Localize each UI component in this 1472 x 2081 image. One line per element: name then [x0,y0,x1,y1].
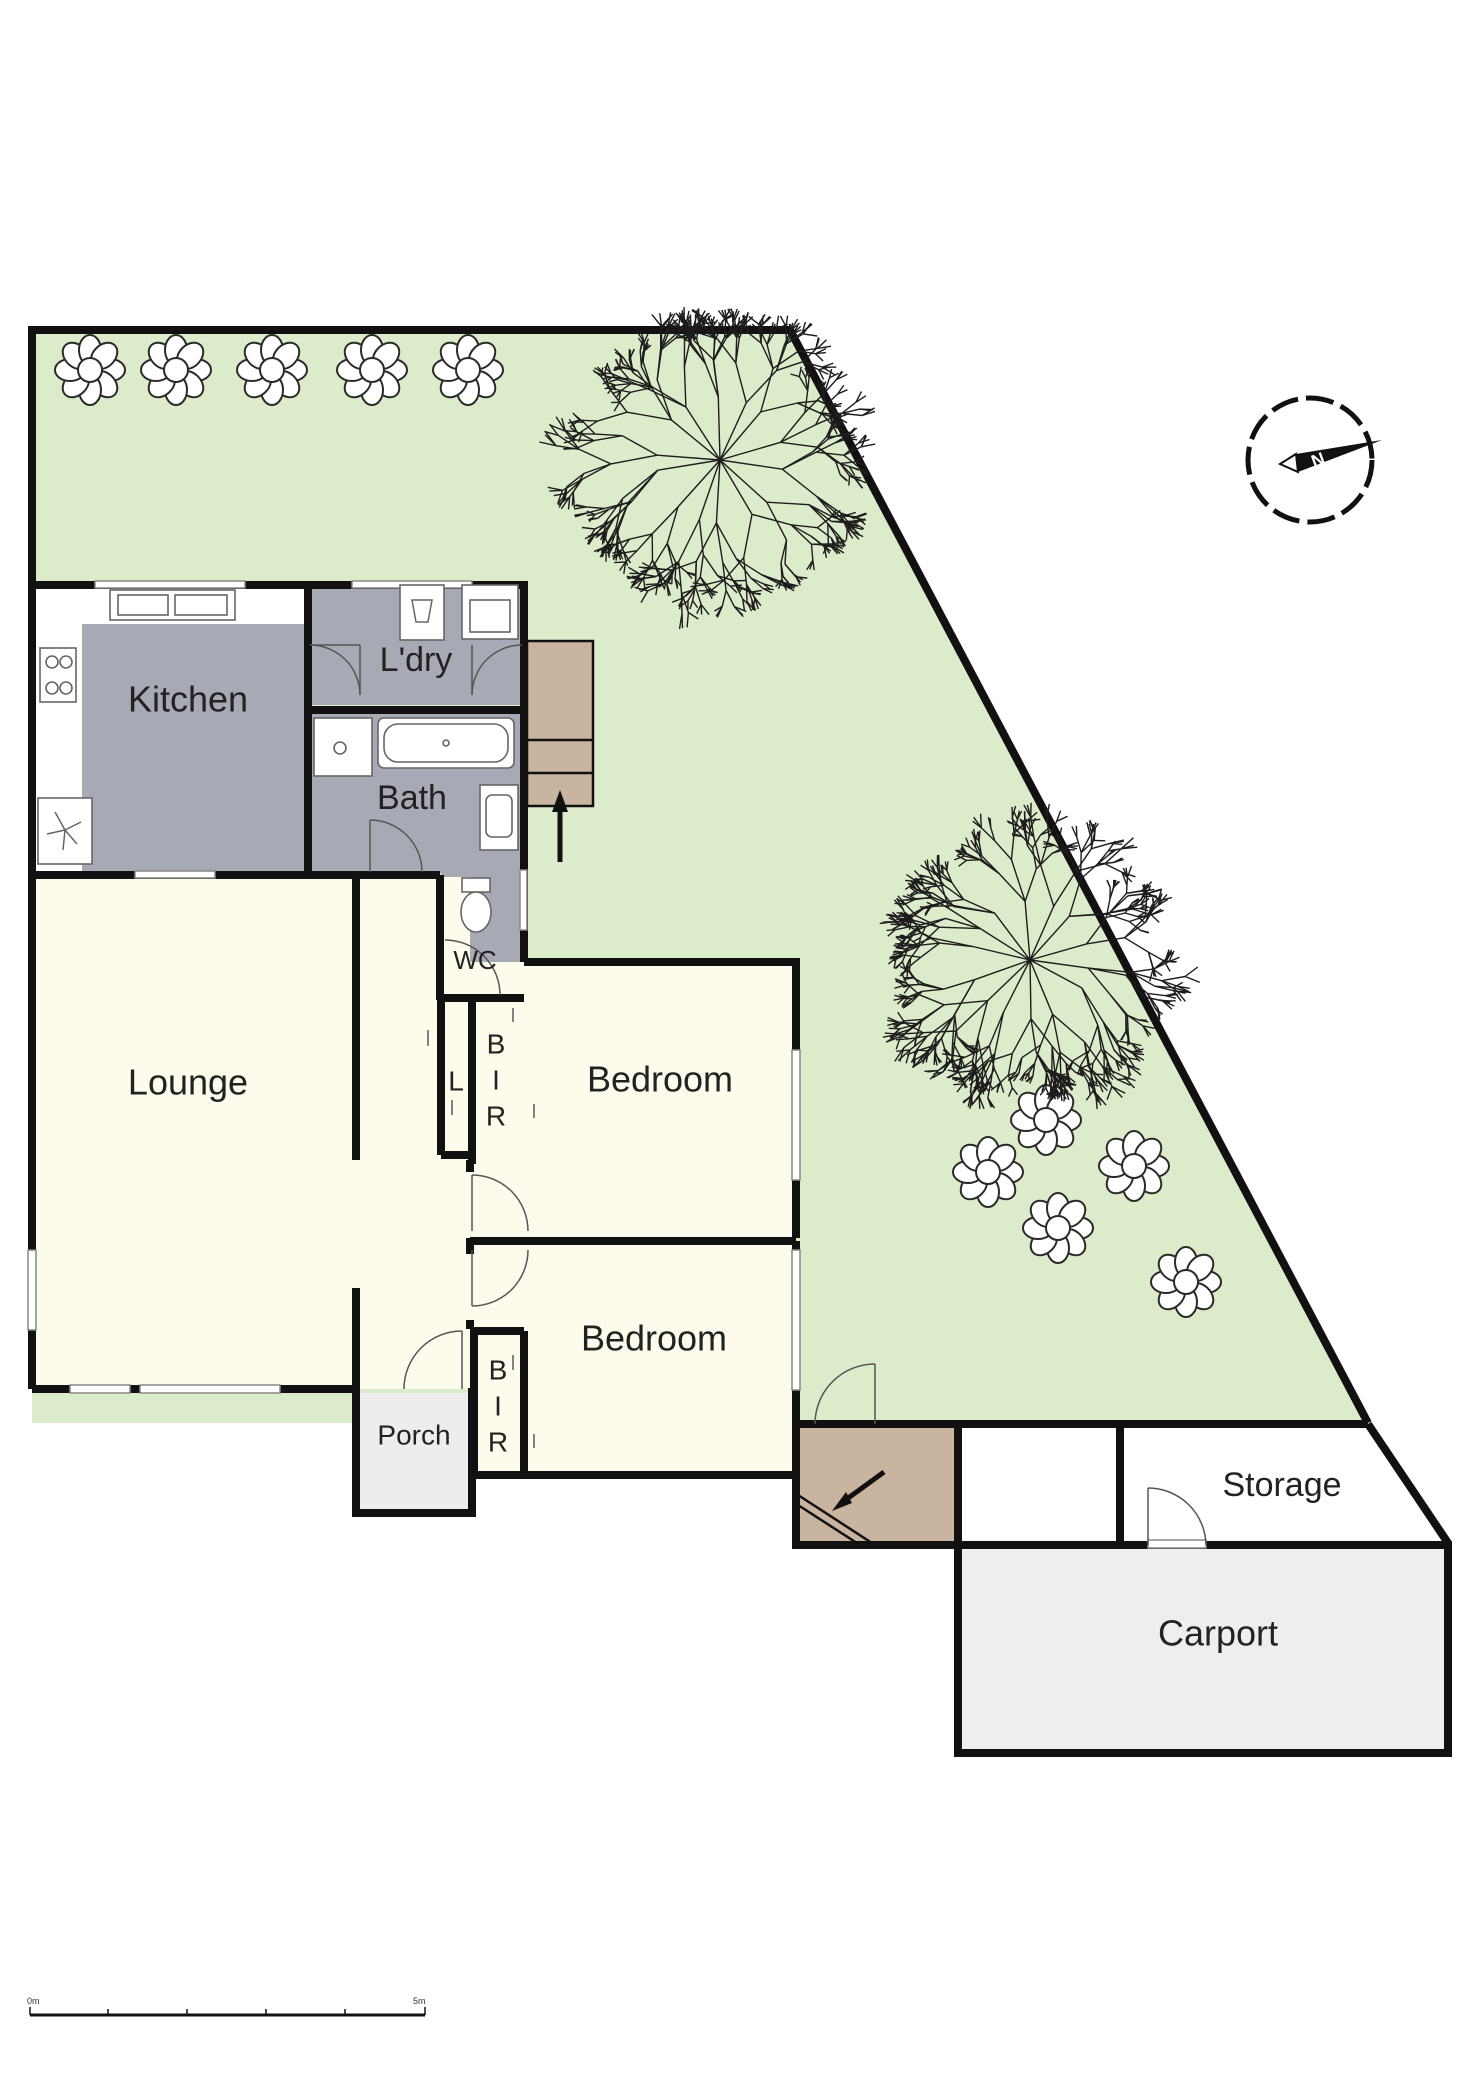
bir-2-label-b: B [489,1354,508,1385]
bir-1-label-b: B [487,1028,506,1059]
bedroom-1-floor [470,962,794,1239]
kitchen-label: Kitchen [128,679,248,720]
shrub-icon [236,334,308,406]
compass-north-letter: N [1308,448,1327,471]
side-deck-step [797,1493,876,1547]
porch-floor [358,1393,471,1511]
tree-icon [539,307,876,630]
lounge-west-window [27,1249,37,1331]
laundry-trough-icon [461,584,519,640]
wc-door [444,939,501,996]
storage-window [1147,1539,1207,1549]
wc-window [519,869,528,931]
shrub-icon [432,334,504,406]
bedroom-2-door [471,1249,529,1307]
shrubs [54,334,1222,1318]
side-deck-walls [792,1424,962,1549]
laundry-external-door [471,644,523,696]
porch-label: Porch [377,1419,450,1450]
bath-label: Bath [377,779,447,817]
side-deck [798,1428,956,1543]
bedroom-2-label: Bedroom [581,1318,727,1359]
shrub-icon [952,1136,1024,1208]
linen-door-arrows-icon [427,1008,535,1448]
shower-icon [313,717,373,777]
shrub-icon [1010,1084,1082,1156]
scale-end-label: 5m [413,1996,426,2006]
wc-label: WC [453,945,496,975]
trees [539,307,1201,1110]
carport-walls [954,1421,1452,1757]
fan-heater-icon [37,797,93,865]
front-door [403,1330,463,1390]
scale-bar: 0m 5m [27,1996,426,2017]
toilet-icon [460,877,492,933]
lounge-south-window-1 [69,1384,131,1394]
bedroom-1-label: Bedroom [587,1059,733,1100]
rear-deck [527,641,593,806]
side-deck-door [814,1363,876,1425]
bir-1-label-r: R [486,1100,506,1131]
kitchen-sink-icon [109,589,236,621]
laundry-door [309,644,361,696]
storage-door [1147,1487,1207,1546]
shrub-icon [1098,1130,1170,1202]
kitchen-window [94,580,246,589]
rear-entry-arrow-icon [552,790,568,862]
vanity-basin-icon [479,784,519,851]
laundry-label: L'dry [380,641,453,679]
carport-label: Carport [1158,1613,1278,1654]
linen-label: L [448,1065,464,1096]
washing-machine-icon [399,584,445,641]
compass-rose-icon: N [1245,395,1382,525]
shrub-icon [1022,1192,1094,1264]
kitchen-floor [82,624,306,873]
side-deck-step-2 [797,1503,861,1547]
tree-icon [879,802,1201,1110]
storage-label: Storage [1222,1466,1341,1504]
bath-door [369,819,423,873]
bedroom-1-door [471,1174,529,1232]
cooktop-icon [39,647,77,703]
carport-floor [958,1544,1448,1751]
lounge-kitchen-opening [134,870,216,879]
bir-2-label-i: I [494,1390,502,1421]
bir-2-label-r: R [488,1426,508,1457]
shrub-icon [54,334,126,406]
scale-start-label: 0m [27,1996,40,2006]
bir-1-label-i: I [492,1064,500,1095]
lounge-south-window-2 [139,1384,281,1394]
side-entry-arrow-icon [832,1469,886,1511]
bedroom-1-window [791,1049,801,1181]
bathtub-icon [377,717,515,769]
shrub-icon [140,334,212,406]
shrub-icon [336,334,408,406]
hallway-floor [358,877,470,1389]
porch-walls [352,1388,476,1517]
bedroom-2-window [791,1249,801,1391]
shrub-icon [1150,1246,1222,1318]
lounge-label: Lounge [128,1062,248,1103]
